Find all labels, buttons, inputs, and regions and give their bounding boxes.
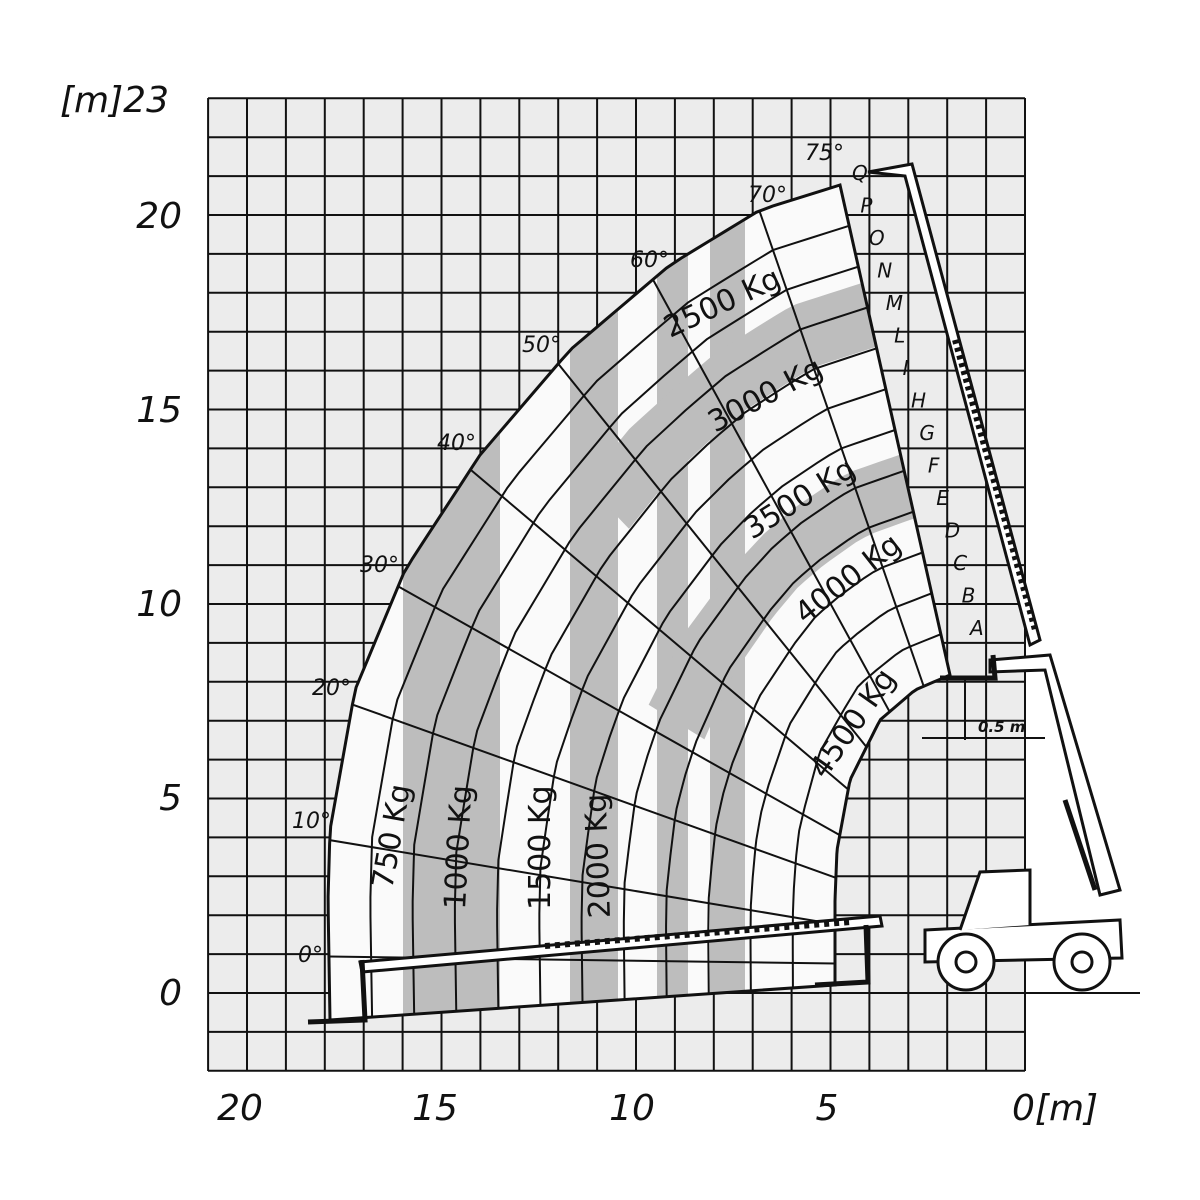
angle-label-40: 40° bbox=[437, 431, 476, 456]
angle-line bbox=[397, 585, 841, 837]
extension-letter-c: C bbox=[953, 551, 967, 575]
y-tick-5: 5 bbox=[159, 778, 182, 819]
offset-dimension bbox=[922, 678, 1045, 740]
reach-arc bbox=[369, 224, 850, 1018]
angle-line bbox=[329, 839, 836, 926]
raised-boom-chain bbox=[952, 339, 1038, 631]
y-unit-label: [m]23 bbox=[60, 80, 169, 121]
y-tick-10: 10 bbox=[136, 584, 182, 625]
horizontal-boom-chain bbox=[544, 919, 851, 949]
load-label-2000: 2000 Kg bbox=[579, 793, 618, 919]
angle-label-30: 30° bbox=[360, 553, 399, 578]
extension-letter-m: M bbox=[886, 291, 903, 315]
angle-label-20: 20° bbox=[312, 676, 351, 701]
fork-near bbox=[814, 924, 871, 988]
fork-raised bbox=[940, 654, 998, 681]
offset-label: 0.5 m bbox=[978, 718, 1025, 736]
extension-letter-h: H bbox=[911, 389, 926, 413]
extension-letter-o: O bbox=[869, 226, 885, 250]
x-unit-label: 0[m] bbox=[1012, 1088, 1098, 1129]
x-tick-15: 15 bbox=[412, 1088, 458, 1129]
extension-letter-d: D bbox=[945, 519, 960, 543]
cab bbox=[958, 868, 1032, 931]
angle-label-50: 50° bbox=[522, 333, 561, 358]
angle-line bbox=[652, 279, 891, 713]
extension-letter-q: Q bbox=[852, 161, 868, 185]
extension-letter-n: N bbox=[877, 259, 892, 283]
extension-letter-p: P bbox=[860, 194, 873, 218]
reach-arc bbox=[665, 510, 914, 997]
reach-arc bbox=[453, 306, 868, 1012]
angle-label-60: 60° bbox=[630, 248, 669, 273]
rear-hub bbox=[1070, 950, 1094, 974]
load-label-1000: 1000 Kg bbox=[438, 784, 479, 910]
reach-arc bbox=[538, 388, 887, 1006]
extension-letter-b: B bbox=[962, 584, 976, 608]
angle-line bbox=[352, 703, 837, 879]
extension-letter-e: E bbox=[936, 486, 949, 510]
extension-letter-f: F bbox=[928, 454, 940, 478]
angle-line bbox=[758, 210, 925, 687]
extension-letter-a: A bbox=[968, 616, 984, 640]
x-tick-5: 5 bbox=[816, 1088, 839, 1129]
angle-label-10: 10° bbox=[292, 809, 331, 834]
working-envelope bbox=[326, 183, 952, 1022]
reach-arc bbox=[749, 592, 933, 991]
front-wheel bbox=[936, 932, 996, 992]
extension-letter-i: I bbox=[903, 356, 909, 380]
envelope-outline bbox=[326, 183, 952, 1022]
y-tick-0: 0 bbox=[159, 973, 182, 1014]
reach-arc bbox=[580, 429, 896, 1003]
angle-line bbox=[557, 363, 868, 748]
reach-arc bbox=[411, 265, 859, 1015]
angle-label-0: 0° bbox=[298, 943, 323, 968]
load-band-arc bbox=[584, 283, 877, 529]
angle-label-70: 70° bbox=[748, 183, 787, 208]
load-label-1500: 1500 Kg bbox=[523, 785, 558, 910]
extension-letter-l: L bbox=[894, 324, 905, 348]
telehandler-drawing bbox=[307, 162, 1140, 1025]
extension-letter-g: G bbox=[919, 421, 935, 445]
y-tick-15: 15 bbox=[136, 390, 182, 431]
angle-line bbox=[469, 468, 849, 791]
retracted-boom bbox=[988, 653, 1122, 897]
rear-wheel bbox=[1052, 932, 1112, 992]
reach-arc bbox=[707, 551, 923, 994]
front-hub bbox=[954, 950, 978, 974]
x-tick-10: 10 bbox=[609, 1088, 655, 1129]
reach-arc bbox=[496, 347, 877, 1009]
reach-arc bbox=[622, 469, 905, 1000]
y-tick-20: 20 bbox=[136, 196, 182, 237]
reach-arc bbox=[791, 633, 942, 988]
fork-far bbox=[307, 959, 368, 1025]
angle-label-75: 75° bbox=[805, 141, 844, 166]
boom-cylinder bbox=[1062, 799, 1098, 891]
x-tick-20: 20 bbox=[217, 1088, 263, 1129]
